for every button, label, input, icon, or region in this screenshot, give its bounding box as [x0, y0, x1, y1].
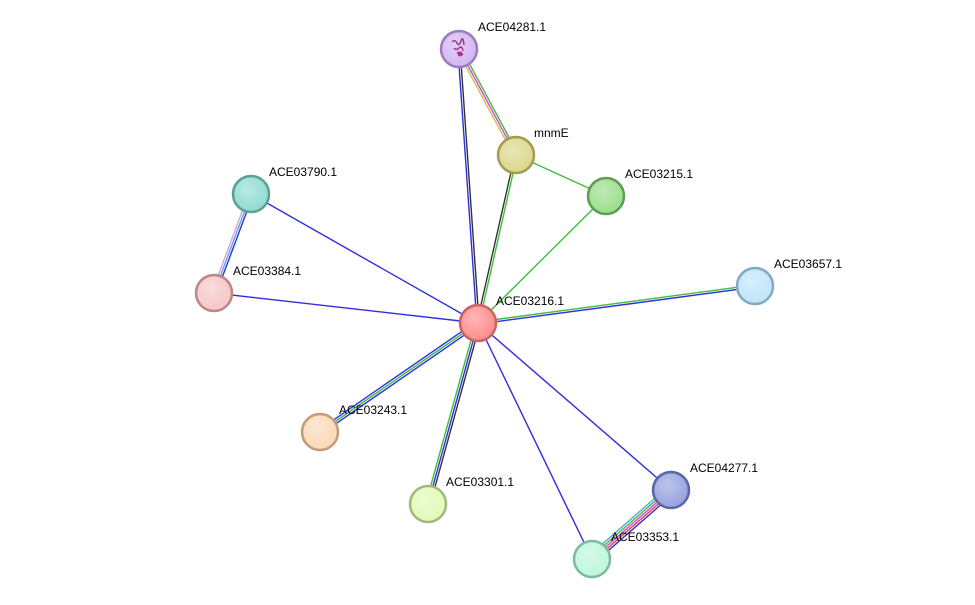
node-label: ACE03216.1	[496, 294, 564, 308]
node-label: ACE03657.1	[774, 257, 842, 271]
node-label: ACE03353.1	[611, 530, 679, 544]
node-ace03384-1[interactable]: ACE03384.1	[194, 264, 301, 313]
node-highlight	[304, 416, 336, 448]
node-highlight	[739, 270, 771, 302]
edge-evidence-line	[425, 322, 477, 504]
node-highlight	[412, 488, 444, 520]
node-label: mnmE	[534, 126, 569, 140]
edge-evidence-line	[477, 284, 755, 323]
node-ace03301-1[interactable]: ACE03301.1	[408, 475, 514, 524]
edge-evidence-line	[478, 286, 756, 325]
edge-evidence-line	[320, 324, 480, 435]
edge-evidence-line	[457, 49, 478, 324]
node-label: ACE03790.1	[269, 165, 337, 179]
node-highlight	[655, 474, 687, 506]
edge-ace04281-1-mnme[interactable]	[456, 47, 519, 157]
protein-structure-icon	[451, 38, 465, 57]
node-highlight	[590, 180, 622, 212]
node-ace03353-1[interactable]: ACE03353.1	[572, 530, 679, 579]
node-ace03216-1[interactable]: ACE03216.1	[458, 294, 564, 343]
edge-evidence-line	[477, 322, 672, 491]
edge-ace03216-1-mnme[interactable]	[476, 154, 518, 324]
node-highlight	[198, 277, 230, 309]
node-label: ACE03243.1	[339, 403, 407, 417]
node-highlight	[500, 139, 532, 171]
node-label: ACE04277.1	[690, 461, 758, 475]
node-ace04277-1[interactable]: ACE04277.1	[651, 461, 758, 510]
nodes-layer: ACE03216.1 ACE04281.1 mnmE ACE03215.1 ACE037…	[194, 20, 842, 579]
edge-evidence-line	[429, 323, 481, 505]
edge-evidence-line	[456, 49, 515, 157]
node-highlight	[576, 543, 608, 575]
edge-ace03216-1-ace03243-1[interactable]	[318, 320, 480, 435]
node-highlight	[235, 178, 267, 210]
node-ace03215-1[interactable]: ACE03215.1	[586, 167, 693, 216]
node-label: ACE03301.1	[446, 475, 514, 489]
node-mnme[interactable]: mnmE	[496, 126, 569, 175]
node-ace03657-1[interactable]: ACE03657.1	[735, 257, 842, 306]
edge-evidence-line	[213, 292, 479, 324]
edge-ace03216-1-ace03384-1[interactable]	[213, 292, 479, 324]
edge-evidence-line	[477, 322, 593, 560]
node-label: ACE04281.1	[478, 20, 546, 34]
node-ace03790-1[interactable]: ACE03790.1	[231, 165, 337, 214]
edge-evidence-line	[319, 322, 479, 433]
edge-ace03216-1-ace04281-1[interactable]	[457, 48, 480, 324]
node-ace04281-1[interactable]: ACE04281.1	[439, 20, 546, 69]
edge-evidence-line	[460, 47, 519, 155]
edge-ace03216-1-ace03215-1[interactable]	[477, 195, 607, 324]
node-ace03243-1[interactable]: ACE03243.1	[300, 403, 407, 452]
edge-evidence-line	[459, 48, 480, 323]
edge-evidence-line	[427, 322, 479, 505]
edge-ace03216-1-ace04277-1[interactable]	[477, 322, 672, 491]
edge-evidence-line	[318, 320, 478, 431]
node-label: ACE03215.1	[625, 167, 693, 181]
node-highlight	[443, 33, 475, 65]
edge-evidence-line	[476, 154, 516, 323]
node-highlight	[462, 307, 494, 339]
edge-ace03216-1-ace03657-1[interactable]	[477, 284, 756, 325]
edge-ace03216-1-ace03353-1[interactable]	[477, 322, 593, 560]
edge-evidence-line	[458, 48, 517, 156]
edge-evidence-line	[477, 195, 607, 324]
edge-evidence-line	[250, 193, 479, 324]
edge-ace03216-1-ace03790-1[interactable]	[250, 193, 479, 324]
edge-ace03216-1-ace03301-1[interactable]	[425, 322, 481, 505]
edge-evidence-line	[478, 155, 518, 324]
node-label: ACE03384.1	[233, 264, 301, 278]
